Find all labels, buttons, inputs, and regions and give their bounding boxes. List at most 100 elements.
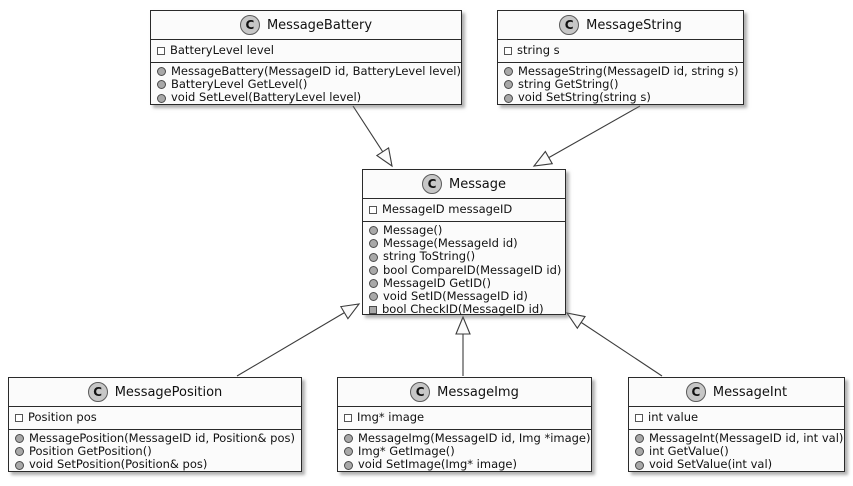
class-box-messageint: C MessageInt int value MessageInt(Messag… — [628, 377, 845, 472]
method-text: Img* GetImage() — [358, 444, 455, 459]
class-stereotype-icon: C — [239, 15, 260, 35]
field-icon — [635, 414, 643, 422]
method-row: Position GetPosition() — [9, 444, 301, 459]
public-method-icon — [369, 252, 378, 262]
methods-section: MessageImg(MessageID id, Img *image) Img… — [338, 430, 591, 474]
public-method-icon — [504, 93, 513, 103]
method-row: MessageInt(MessageID id, int val) — [629, 431, 844, 445]
public-method-icon — [344, 460, 353, 470]
fields-section: Img* image — [338, 407, 591, 430]
method-row: bool CompareID(MessageID id) — [363, 263, 565, 277]
class-stereotype-icon: C — [410, 382, 431, 402]
method-text: Position GetPosition() — [29, 444, 152, 459]
field-text: string s — [517, 43, 560, 58]
method-row: MessagePosition(MessageID id, Position& … — [9, 431, 301, 445]
method-text: void SetImage(Img* image) — [358, 457, 517, 472]
method-row: string GetString() — [498, 77, 743, 92]
method-row: string ToString() — [363, 250, 565, 263]
class-header: C Message — [363, 170, 565, 199]
fields-section: Position pos — [9, 407, 301, 430]
field-row: int value — [629, 411, 844, 424]
public-method-icon — [157, 67, 166, 77]
field-row: Position pos — [9, 411, 301, 424]
public-method-icon — [369, 226, 378, 236]
class-header: C MessageImg — [338, 378, 591, 407]
field-text: MessageID messageID — [382, 202, 513, 217]
method-text: Message(MessageId id) — [383, 236, 518, 251]
field-text: BatteryLevel level — [170, 43, 274, 58]
method-text: MessageInt(MessageID id, int val) — [649, 431, 844, 445]
class-name: MessageBattery — [266, 17, 373, 33]
class-header: C MessageString — [498, 11, 743, 40]
public-method-icon — [635, 460, 644, 470]
class-stereotype-icon: C — [87, 382, 108, 402]
public-method-icon — [15, 447, 24, 457]
class-name: MessagePosition — [114, 384, 223, 400]
method-row: MessageImg(MessageID id, Img *image) — [338, 431, 591, 445]
method-text: string ToString() — [383, 249, 476, 264]
field-row: MessageID messageID — [363, 203, 565, 216]
fields-section: string s — [498, 40, 743, 63]
public-method-icon — [635, 447, 644, 457]
class-header: C MessageBattery — [151, 11, 461, 40]
method-row: void SetImage(Img* image) — [338, 458, 591, 471]
public-method-icon — [504, 80, 513, 90]
method-row: void SetPosition(Position& pos) — [9, 458, 301, 471]
methods-section: MessageBattery(MessageID id, BatteryLeve… — [151, 63, 461, 107]
public-method-icon — [369, 239, 378, 249]
method-row: void SetString(string s) — [498, 91, 743, 104]
public-method-icon — [369, 278, 378, 288]
field-row: BatteryLevel level — [151, 44, 461, 57]
class-stereotype-icon: C — [559, 15, 580, 35]
method-row: void SetLevel(BatteryLevel level) — [151, 91, 461, 104]
public-method-icon — [504, 67, 513, 77]
method-row: void SetID(MessageID id) — [363, 289, 565, 303]
field-icon — [15, 414, 23, 422]
public-method-icon — [369, 292, 378, 302]
public-method-icon — [344, 434, 353, 444]
field-icon — [504, 47, 512, 55]
field-row: string s — [498, 44, 743, 57]
field-icon — [157, 47, 165, 55]
methods-section: MessageInt(MessageID id, int val) int Ge… — [629, 430, 844, 474]
method-text: Message() — [383, 223, 443, 237]
method-text: MessageBattery(MessageID id, BatteryLeve… — [171, 64, 461, 78]
class-box-messageposition: C MessagePosition Position pos MessagePo… — [8, 377, 302, 472]
method-text: string GetString() — [518, 77, 619, 92]
method-text: void SetString(string s) — [518, 90, 651, 105]
method-text: MessageID GetID() — [383, 275, 492, 290]
method-row: MessageID GetID() — [363, 275, 565, 290]
generalization-arrow-messagestring-to-message — [532, 105, 641, 167]
field-text: Img* image — [357, 410, 425, 425]
class-name: MessageString — [586, 17, 682, 33]
public-method-icon — [157, 80, 166, 90]
method-row: MessageString(MessageID id, string s) — [498, 64, 743, 78]
fields-section: MessageID messageID — [363, 199, 565, 222]
method-row: Message(MessageId id) — [363, 236, 565, 251]
public-method-icon — [369, 265, 378, 275]
field-icon — [369, 206, 377, 214]
method-text: void SetValue(int val) — [649, 457, 773, 472]
method-text: void SetLevel(BatteryLevel level) — [171, 90, 362, 105]
public-method-icon — [635, 434, 644, 444]
public-method-icon — [15, 434, 24, 444]
method-text: MessageImg(MessageID id, Img *image) — [358, 431, 591, 445]
field-text: Position pos — [28, 410, 97, 425]
method-row: Img* GetImage() — [338, 444, 591, 459]
fields-section: BatteryLevel level — [151, 40, 461, 63]
private-method-icon — [369, 305, 377, 314]
method-row: MessageBattery(MessageID id, BatteryLeve… — [151, 64, 461, 78]
public-method-icon — [15, 460, 24, 470]
class-name: Message — [449, 176, 506, 192]
method-text: MessageString(MessageID id, string s) — [518, 64, 739, 78]
method-row: void SetValue(int val) — [629, 458, 844, 471]
public-method-icon — [157, 93, 166, 103]
fields-section: int value — [629, 407, 844, 430]
class-header: C MessageInt — [629, 378, 844, 407]
method-text: MessagePosition(MessageID id, Position& … — [29, 431, 295, 445]
methods-section: Message() Message(MessageId id) string T… — [363, 222, 565, 319]
generalization-arrow-messageint-to-message — [565, 312, 663, 377]
class-box-message: C Message MessageID messageID Message() … — [362, 169, 566, 316]
